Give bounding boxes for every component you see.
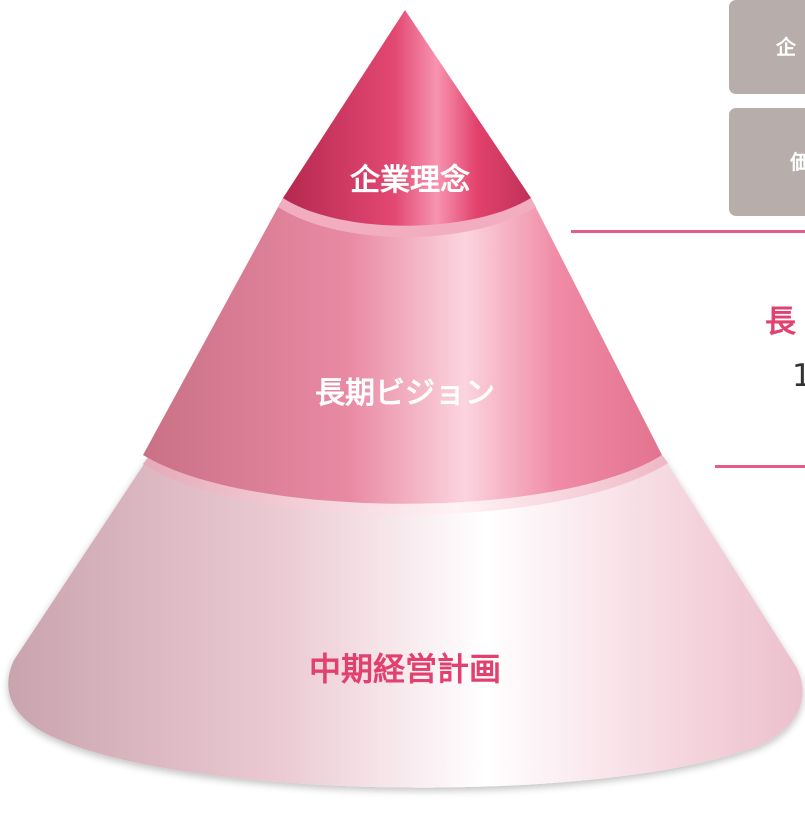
tier-bottom-label: 中期経営計画 [309, 650, 501, 688]
side-box-corporate-text: 企 [776, 35, 796, 59]
tier-middle-label: 長期ビジョン [315, 376, 495, 411]
side-box-corporate: 企 [729, 0, 805, 94]
tier-top-label: 企業理念 [350, 163, 470, 198]
vision-heading: 長 [765, 304, 796, 340]
tier-middle-shape [143, 198, 662, 504]
divider-bottom [715, 465, 805, 468]
side-box-value: 価 [729, 108, 805, 216]
vision-subtext: 1 [792, 358, 805, 394]
tier-bottom-rim [143, 455, 668, 515]
tier-bottom-shape [8, 455, 803, 788]
divider-top [571, 230, 805, 233]
side-box-value-text: 価 [790, 150, 805, 174]
tier-middle-rim [278, 198, 536, 237]
tier-top-shape [283, 10, 531, 226]
